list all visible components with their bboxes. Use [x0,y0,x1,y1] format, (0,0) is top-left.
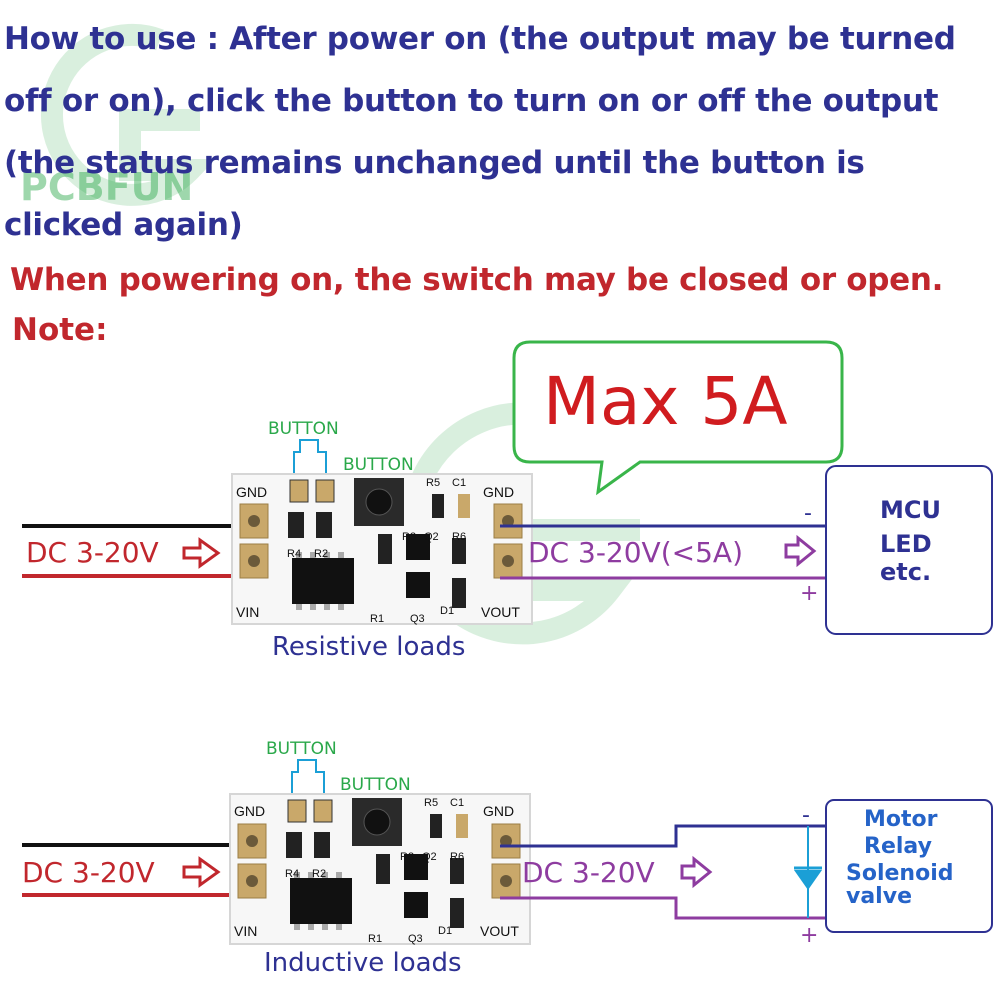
board-q3: Q3 [410,613,425,625]
power-on-warning: When powering on, the switch may be clos… [10,262,944,298]
load-line: Relay [864,834,932,859]
load-line: LED [880,530,932,558]
load-line: Solenoid [846,861,954,886]
input-voltage-label: DC 3-20V [26,536,159,569]
output-voltage-label: DC 3-20V [522,856,655,889]
output-arrow [680,855,713,889]
board-q3: Q3 [408,933,423,945]
resistive-caption: Resistive loads [272,632,465,662]
output-voltage-label: DC 3-20V(<5A) [528,536,743,569]
board-r6: R6 [452,531,466,543]
button-bracket [291,759,325,798]
note-label: Note: [12,312,108,348]
board-q2: Q2 [422,851,437,863]
input-arrow [182,537,221,569]
board-d1: D1 [438,925,452,937]
board-r6: R6 [450,851,464,863]
button-label-mid: BUTTON [343,455,414,475]
instruction-line: clicked again) [4,207,243,243]
button-bracket [293,439,327,478]
input-arrow [182,856,221,888]
board-r3: R3 [402,531,416,543]
load-line: etc. [880,558,931,586]
board-r4: R4 [287,548,301,560]
button-label-mid: BUTTON [340,775,411,795]
inductive-load-box [825,799,993,933]
board-d1: D1 [440,605,454,617]
board-r1: R1 [368,933,382,945]
board-r5: R5 [426,477,440,489]
output-minus: - [802,803,810,828]
board-gnd-right: GND [483,803,514,819]
output-vout-wire [500,896,826,920]
output-plus: + [800,923,818,948]
board-vout: VOUT [480,923,519,939]
button-label-top: BUTTON [268,419,339,439]
output-arrow [784,534,817,568]
instruction-line: (the status remains unchanged until the … [4,145,865,181]
board-r1: R1 [370,613,384,625]
instruction-line: How to use : After power on (the output … [4,21,956,57]
board-vin: VIN [234,923,257,939]
usage-instructions: How to use : After power on (the output … [4,8,998,256]
inductive-caption: Inductive loads [264,948,462,978]
output-gnd-wire [500,824,826,848]
board-r5: R5 [424,797,438,809]
board-gnd-left: GND [236,484,267,500]
output-plus: + [800,581,818,606]
board-c1: C1 [450,797,464,809]
board-q2: Q2 [424,531,439,543]
board-vout: VOUT [481,604,520,620]
input-voltage-label: DC 3-20V [22,856,155,889]
board-r2: R2 [314,548,328,560]
load-line: MCU [880,496,941,524]
load-line: Motor [864,807,938,832]
board-gnd-left: GND [234,803,265,819]
inductive-diagram: BUTTON BUTTON DC 3-20V GND GND VIN VOUT … [22,739,993,978]
board-r3: R3 [400,851,414,863]
board-gnd-right: GND [483,484,514,500]
max-current-callout-bubble [512,340,844,496]
board-r4: R4 [285,868,299,880]
load-line: valve [846,884,912,909]
resistive-diagram: Max 5A BUTTON BUTTON DC 3-20V GND GND VI… [22,340,993,662]
instruction-line: off or on), click the button to turn on … [4,83,939,119]
board-r2: R2 [312,868,326,880]
resistive-load-box [825,465,993,635]
board-c1: C1 [452,477,466,489]
board-vin: VIN [236,604,259,620]
max-current-label: Max 5A [543,363,788,440]
output-minus: - [804,501,812,526]
flyback-diode-icon [794,870,822,890]
button-label-top: BUTTON [266,739,337,759]
